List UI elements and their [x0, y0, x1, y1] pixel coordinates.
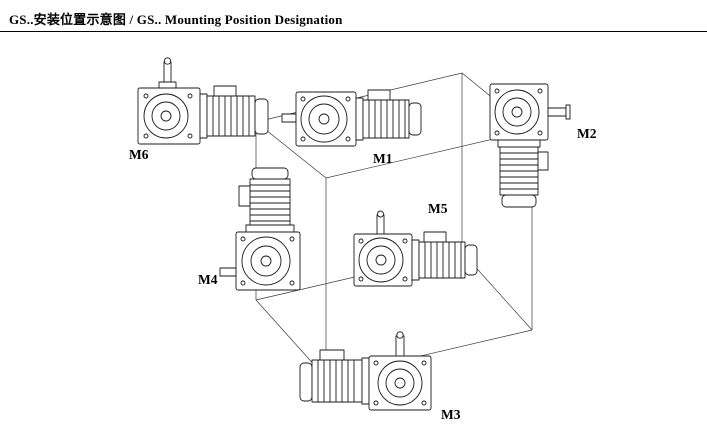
gearmotor-m5-drawing: [353, 210, 478, 287]
label-m5: M5: [428, 201, 448, 216]
page-title: GS..安装位置示意图 / GS.. Mounting Position Des…: [9, 12, 343, 27]
gearmotor-m4-drawing: [219, 167, 301, 291]
gearmotor-m6-drawing: [137, 57, 269, 145]
label-m4: M4: [198, 272, 218, 287]
gearmotor-m2-drawing: [489, 83, 571, 208]
label-m2: M2: [577, 126, 597, 141]
gearmotor-m1-drawing: [281, 89, 422, 147]
label-m1: M1: [373, 151, 393, 166]
label-m3: M3: [441, 407, 461, 422]
gearmotor-m3-drawing: [299, 331, 432, 411]
title-divider: [0, 31, 707, 32]
label-m6: M6: [129, 147, 149, 162]
